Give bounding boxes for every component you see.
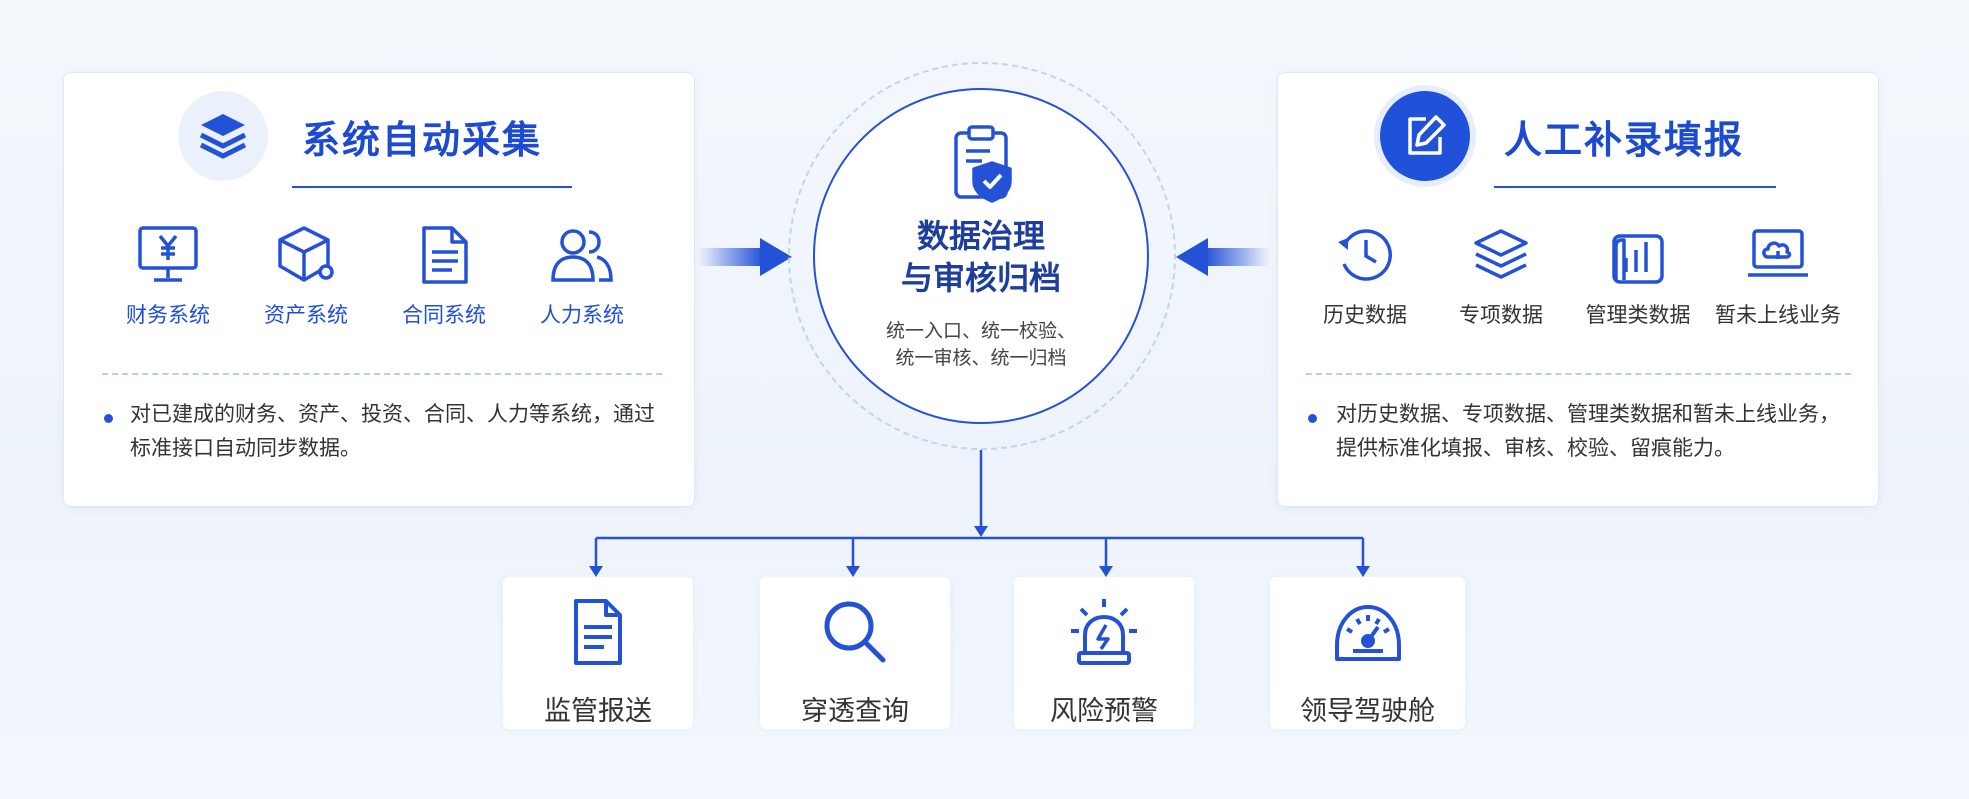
dashed-divider — [1306, 373, 1851, 375]
alarm-light-icon — [1014, 593, 1194, 671]
panel-description: 对已建成的财务、资产、投资、合同、人力等系统，通过标准接口自动同步数据。 — [130, 403, 655, 460]
manual-item-management: 管理类数据 — [1568, 223, 1708, 329]
left-to-center-arrow — [698, 238, 792, 276]
output-label: 穿透查询 — [801, 696, 909, 726]
manual-item-pending: 暂未上线业务 — [1708, 223, 1848, 329]
manual-item-label: 专项数据 — [1459, 304, 1543, 327]
manual-item-label: 暂未上线业务 — [1715, 304, 1841, 327]
manual-entry-panel: 人工补录填报 历史数据 — [1277, 72, 1879, 507]
title-underline — [292, 186, 572, 188]
source-item-asset: 资产系统 — [236, 223, 376, 329]
panel-description: 对历史数据、专项数据、管理类数据和暂未上线业务，提供标准化填报、审核、校验、留痕… — [1336, 403, 1840, 460]
contract-document-icon — [374, 223, 514, 287]
source-item-hr: 人力系统 — [512, 223, 652, 329]
edit-icon — [1380, 91, 1470, 181]
center-title: 数据治理 与审核归档 — [853, 215, 1109, 299]
distribution-arrowheads — [589, 526, 1370, 577]
title-underline — [1494, 186, 1776, 188]
dashboard-gauge-icon — [1270, 593, 1465, 671]
layers-icon — [1431, 223, 1571, 287]
source-item-finance: 财务系统 — [98, 223, 238, 329]
search-icon — [760, 593, 950, 671]
source-item-label: 财务系统 — [126, 304, 210, 327]
manual-item-history: 历史数据 — [1295, 223, 1435, 329]
output-card-dashboard: 领导驾驶舱 — [1270, 577, 1465, 729]
output-card-query: 穿透查询 — [760, 577, 950, 729]
center-title-line2: 与审核归档 — [900, 260, 1061, 296]
people-icon — [512, 223, 652, 287]
source-item-label: 合同系统 — [402, 304, 486, 327]
report-document-icon — [503, 593, 693, 671]
asset-cube-icon — [236, 223, 376, 287]
distribution-lines — [594, 450, 1365, 568]
output-label: 领导驾驶舱 — [1300, 696, 1435, 726]
system-collection-panel: 系统自动采集 财务系统 — [63, 72, 695, 507]
panel-title: 系统自动采集 — [302, 120, 543, 162]
finance-monitor-icon — [98, 223, 238, 287]
manual-item-special: 专项数据 — [1431, 223, 1571, 329]
manual-item-label: 管理类数据 — [1585, 304, 1691, 327]
cloud-laptop-icon — [1708, 223, 1848, 287]
history-clock-icon — [1295, 223, 1435, 287]
output-label: 监管报送 — [544, 696, 652, 726]
source-item-label: 人力系统 — [540, 304, 624, 327]
manual-item-label: 历史数据 — [1323, 304, 1407, 327]
manual-data-list: 历史数据 专项数据 — [1278, 223, 1878, 333]
source-item-contract: 合同系统 — [374, 223, 514, 329]
output-card-regulatory: 监管报送 — [503, 577, 693, 729]
source-system-list: 财务系统 资产系统 — [64, 223, 694, 333]
panel-title: 人工补录填报 — [1504, 120, 1745, 162]
panel-header: 系统自动采集 — [64, 91, 694, 201]
center-title-line1: 数据治理 — [916, 218, 1045, 254]
panel-header: 人工补录填报 — [1278, 91, 1878, 201]
layers-icon — [178, 91, 268, 181]
bullet-dot — [1308, 414, 1317, 423]
source-item-label: 资产系统 — [264, 304, 348, 327]
right-to-center-arrow — [1176, 238, 1270, 276]
bullet-dot — [104, 414, 113, 423]
center-outer-ring — [788, 62, 1176, 450]
dashed-divider — [102, 373, 662, 375]
center-subtitle: 统一入口、统一校验、统一审核、统一归档 — [885, 321, 1076, 369]
clipboard-shield-icon — [950, 123, 1016, 203]
output-card-risk: 风险预警 — [1014, 577, 1194, 729]
bar-chart-icon — [1568, 223, 1708, 287]
output-label: 风险预警 — [1050, 696, 1158, 726]
center-circle — [813, 88, 1149, 424]
